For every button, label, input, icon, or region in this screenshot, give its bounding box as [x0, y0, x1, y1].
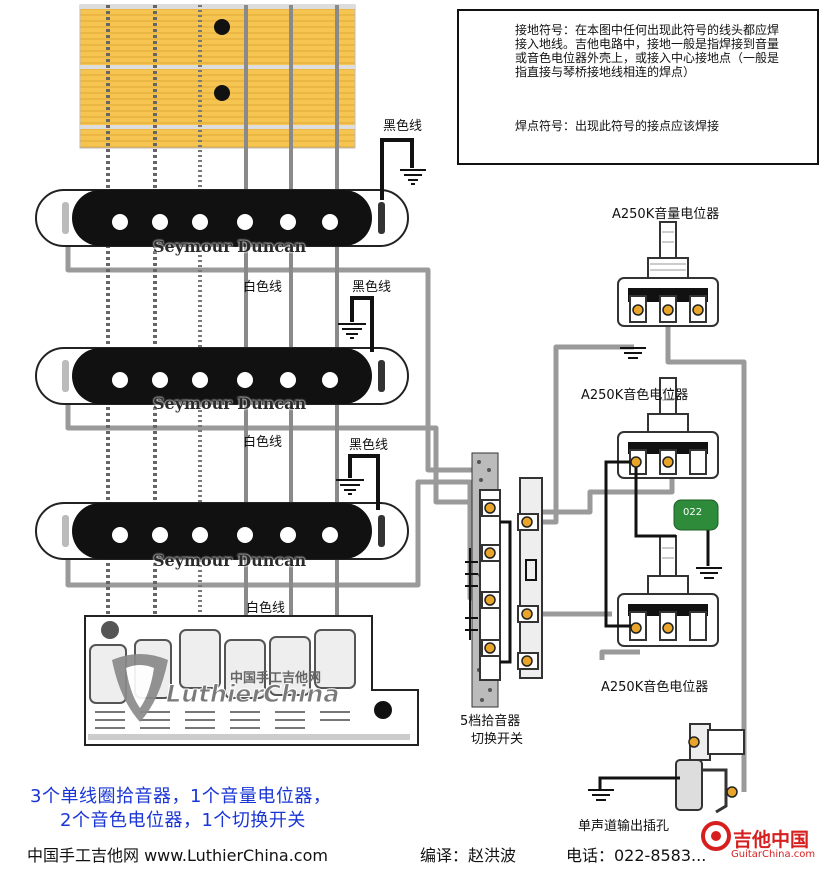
switch-label-line2: 切换开关 — [471, 732, 524, 747]
switch-label-line1: 5档拾音器 — [460, 714, 521, 729]
legend-ground-text: 接地符号：在本图中任何出现此符号的线头都应焊接入地线。吉他电路中，接地一般是指焊… — [515, 23, 780, 79]
white-wire-label: 白色线 — [243, 435, 283, 450]
capacitor-icon — [673, 499, 719, 531]
five-way-switch — [465, 452, 543, 708]
tremolo-bridge — [84, 615, 419, 746]
ground-symbol-icon — [588, 789, 614, 801]
black-wire-label: 黑色线 — [349, 438, 389, 453]
fret-marker-dot — [214, 19, 230, 35]
tone-pot-1-label: A250K音色电位器 — [581, 388, 689, 403]
legend-solder-text: 焊点符号：出现此符号的接点应该焊接 — [515, 119, 720, 133]
luthierchina-logo-icon — [112, 654, 168, 722]
footer-translator: 编译：赵洪波 — [420, 846, 517, 865]
solder-points — [484, 304, 738, 798]
ground-symbol-icon — [400, 169, 426, 185]
gray-wires — [65, 230, 747, 792]
pickup-neck — [35, 189, 409, 247]
watermark-en: LuthierChina — [165, 680, 340, 709]
black-wire-label: 黑色线 — [383, 119, 423, 134]
footer-phone: 电话：022-8583... — [566, 846, 707, 865]
pickup-middle — [35, 347, 409, 405]
output-jack — [598, 723, 745, 814]
ground-symbol-icon — [696, 567, 722, 579]
legend-box: 接地符号：在本图中任何出现此符号的线头都应焊接入地线。吉他电路中，接地一般是指焊… — [457, 9, 819, 165]
fret-marker-dot — [214, 85, 230, 101]
footer-site: 中国手工吉他网 www.LuthierChina.com — [27, 846, 328, 865]
volume-pot-label: A250K音量电位器 — [612, 207, 720, 222]
black-wires — [348, 138, 414, 510]
watermark-cn: 中国手工吉他网 — [230, 671, 322, 686]
pickup-brand-middle: Seymour Duncan — [153, 394, 307, 413]
white-wire-label: 白色线 — [246, 601, 286, 616]
corner-watermark-url: GuitarChina.com — [731, 849, 816, 860]
summary-line2: 2个音色电位器，1个切换开关 — [60, 810, 306, 831]
pickup-bridge — [35, 502, 409, 560]
pickup-brand-neck: Seymour Duncan — [153, 237, 307, 256]
capacitor-label: 022 — [683, 507, 703, 518]
pickup-brand-bridge: Seymour Duncan — [153, 551, 307, 570]
corner-watermark-cn: 吉他中国 — [733, 829, 810, 851]
ground-symbol-icon — [336, 479, 364, 495]
tone-pot-2-label: A250K音色电位器 — [601, 680, 709, 695]
summary-line1: 3个单线圈拾音器，1个音量电位器， — [30, 786, 332, 807]
black-wire-label: 黑色线 — [352, 280, 392, 295]
jack-label: 单声道输出插孔 — [578, 819, 670, 834]
tone-pot-1 — [617, 377, 719, 479]
fretboard — [79, 4, 356, 149]
corner-watermark-icon — [701, 821, 731, 851]
white-wire-label: 白色线 — [243, 280, 283, 295]
ground-symbol-icon — [620, 347, 646, 359]
ground-symbol-icon — [338, 323, 366, 339]
